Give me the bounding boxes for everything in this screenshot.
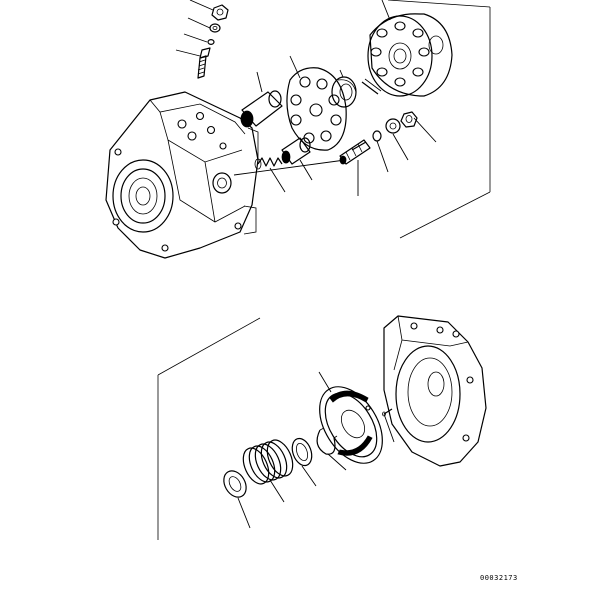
top-nut — [211, 4, 229, 21]
pin — [361, 78, 382, 95]
housing-cover — [383, 315, 487, 467]
cylinder-block — [367, 13, 453, 97]
top-o-ring — [207, 38, 215, 45]
top-washer — [209, 23, 221, 33]
thrust-washer — [291, 437, 313, 467]
lower-frame-lines — [157, 317, 261, 540]
upper-assembly — [105, 0, 491, 259]
upper-leader-lines — [175, 0, 437, 196]
pump-housing — [105, 91, 259, 259]
retainer-plate — [286, 67, 347, 151]
valve-plate — [319, 386, 383, 464]
hex-nut — [400, 111, 418, 128]
o-ring — [372, 130, 382, 142]
upper-frame-lines — [387, 0, 491, 239]
spring-small — [254, 157, 283, 170]
piston — [240, 90, 283, 128]
small-spring-pin — [351, 141, 367, 151]
main-spring — [242, 439, 294, 485]
snap-ring — [316, 427, 338, 455]
shim-washer — [223, 470, 247, 498]
lower-assembly — [157, 315, 487, 540]
drawing-id-label: 00032173 — [480, 574, 518, 582]
dowel-pin — [382, 408, 393, 417]
valve-spool — [281, 137, 311, 165]
spherical-bushing — [331, 76, 357, 108]
washer — [385, 118, 401, 134]
adjusting-screw — [197, 47, 211, 79]
lower-leader-lines — [237, 371, 395, 529]
